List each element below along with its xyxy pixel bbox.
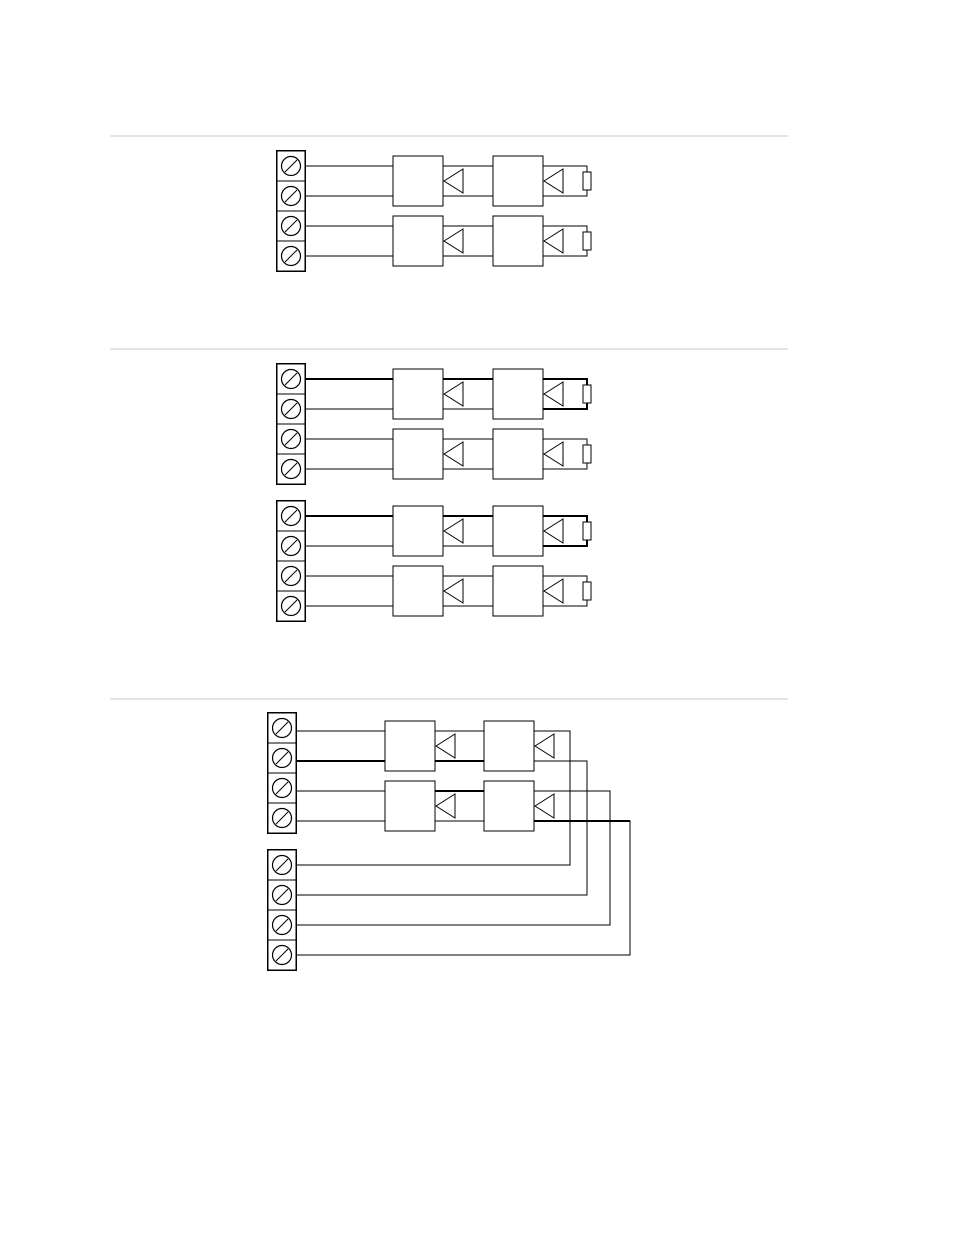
- diode-triangle: [544, 382, 563, 406]
- diode-triangle-icon: [544, 382, 563, 406]
- diode-triangle-icon: [436, 794, 455, 818]
- diode-triangle: [436, 734, 455, 758]
- device-2: [493, 566, 563, 616]
- device-box: [393, 506, 443, 556]
- device-box: [493, 216, 543, 266]
- terminal-block-s2-b: [277, 501, 305, 621]
- terminal-screw-icon: [282, 157, 301, 176]
- terminal-block-s3-return: [268, 850, 296, 970]
- terminal-screw-icon: [282, 597, 301, 616]
- diode-triangle-icon: [544, 579, 563, 603]
- device-2: [493, 369, 563, 419]
- terminal-screw-icon: [273, 856, 292, 875]
- diode-triangle-icon: [436, 734, 455, 758]
- diode-triangle-icon: [535, 734, 554, 758]
- device-box: [385, 781, 435, 831]
- section-3: [296, 721, 630, 955]
- terminal-block-s2-a: [277, 364, 305, 484]
- diode-triangle-icon: [544, 442, 563, 466]
- device-s3-b1: [385, 781, 455, 831]
- diode-triangle: [535, 734, 554, 758]
- end-of-line-resistor-icon: [583, 232, 591, 250]
- end-of-line-resistor-icon: [583, 385, 591, 403]
- terminal-screw-icon: [282, 460, 301, 479]
- diode-triangle: [444, 519, 463, 543]
- return-wire-2: [296, 761, 587, 895]
- diode-triangle: [444, 229, 463, 253]
- terminal-screw-icon: [282, 247, 301, 266]
- diode-triangle: [544, 229, 563, 253]
- device-box: [484, 781, 534, 831]
- diode-triangle-icon: [544, 169, 563, 193]
- diode-triangle: [444, 442, 463, 466]
- diode-triangle-icon: [444, 579, 463, 603]
- terminal-screw-icon: [273, 779, 292, 798]
- terminal-screw-icon: [282, 400, 301, 419]
- device-s3-a2: [484, 721, 554, 771]
- device-box: [393, 369, 443, 419]
- device-box: [493, 369, 543, 419]
- terminal-block-s3-out: [268, 713, 296, 833]
- diode-triangle-icon: [444, 169, 463, 193]
- terminal-screw-icon: [282, 507, 301, 526]
- device-1: [393, 566, 463, 616]
- terminal-screw-icon: [282, 217, 301, 236]
- device-s3-a1: [385, 721, 455, 771]
- diode-triangle: [544, 169, 563, 193]
- terminal-screw-icon: [273, 946, 292, 965]
- diode-triangle-icon: [444, 519, 463, 543]
- device-box: [393, 156, 443, 206]
- diode-triangle: [544, 519, 563, 543]
- terminal-screw-icon: [282, 567, 301, 586]
- device-box: [493, 429, 543, 479]
- device-1: [393, 429, 463, 479]
- terminal-screw-icon: [273, 886, 292, 905]
- device-box: [493, 506, 543, 556]
- terminal-screw-icon: [282, 370, 301, 389]
- terminal-screw-icon: [282, 187, 301, 206]
- return-wire-4: [296, 821, 630, 955]
- diode-triangle-icon: [444, 229, 463, 253]
- end-of-line-resistor-icon: [583, 172, 591, 190]
- device-box: [393, 566, 443, 616]
- device-2: [493, 506, 563, 556]
- device-1: [393, 506, 463, 556]
- end-of-line-resistor-icon: [583, 445, 591, 463]
- device-2: [493, 429, 563, 479]
- diode-triangle: [544, 442, 563, 466]
- device-1: [393, 216, 463, 266]
- diode-triangle-icon: [535, 794, 554, 818]
- device-box: [393, 429, 443, 479]
- diode-triangle: [444, 382, 463, 406]
- device-2: [493, 156, 563, 206]
- terminal-block-s1: [277, 151, 305, 271]
- terminal-screw-icon: [282, 430, 301, 449]
- diode-triangle-icon: [444, 442, 463, 466]
- diode-triangle-icon: [544, 519, 563, 543]
- end-of-line-resistor-icon: [583, 522, 591, 540]
- diode-triangle: [444, 579, 463, 603]
- device-2: [493, 216, 563, 266]
- terminal-screw-icon: [273, 809, 292, 828]
- diode-triangle: [436, 794, 455, 818]
- device-box: [385, 721, 435, 771]
- diode-triangle: [544, 579, 563, 603]
- terminal-screw-icon: [273, 719, 292, 738]
- diode-triangle: [535, 794, 554, 818]
- terminal-screw-icon: [273, 749, 292, 768]
- diode-triangle: [444, 169, 463, 193]
- device-1: [393, 156, 463, 206]
- terminal-screw-icon: [282, 537, 301, 556]
- device-box: [393, 216, 443, 266]
- device-box: [493, 566, 543, 616]
- device-box: [493, 156, 543, 206]
- device-box: [484, 721, 534, 771]
- device-1: [393, 369, 463, 419]
- terminal-screw-icon: [273, 916, 292, 935]
- diode-triangle-icon: [444, 382, 463, 406]
- diode-triangle-icon: [544, 229, 563, 253]
- device-s3-b2: [484, 781, 554, 831]
- end-of-line-resistor-icon: [583, 582, 591, 600]
